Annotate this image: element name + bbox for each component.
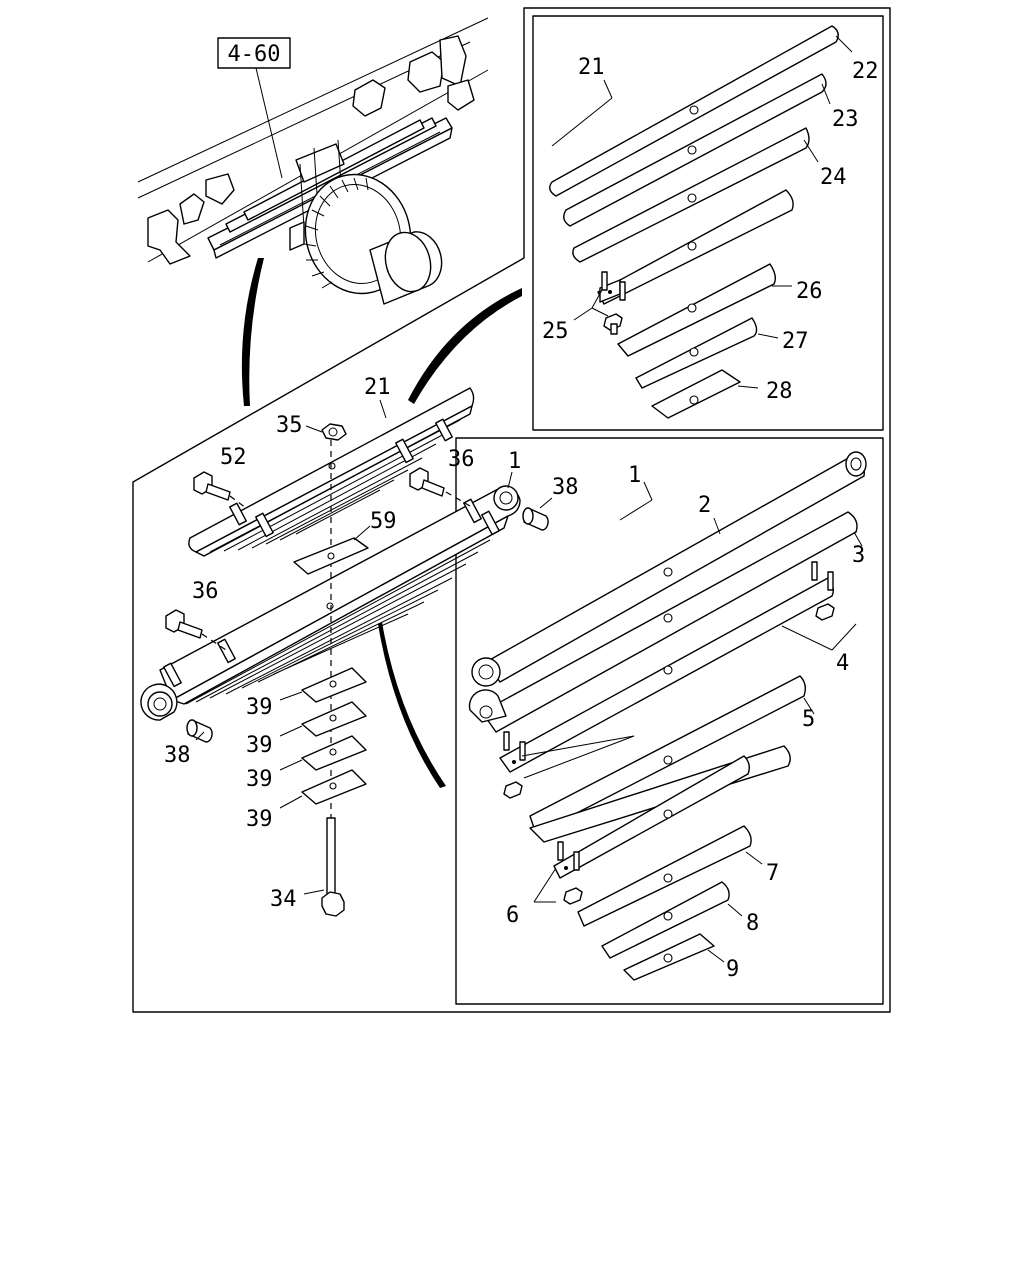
callout-labels: 21 22 23 24 25 26 27 28 21 35 52 36 1 38…	[164, 55, 879, 982]
callout-39-c: 39	[246, 767, 273, 792]
callout-22: 22	[852, 59, 879, 84]
callout-35: 35	[276, 413, 303, 438]
callout-36-upper: 36	[448, 447, 475, 472]
callout-7: 7	[766, 861, 779, 886]
bolt-36-upper	[409, 467, 471, 507]
pointer-arc-overview	[241, 258, 264, 406]
callout-5: 5	[802, 707, 815, 732]
reference-box: 4-60	[217, 37, 291, 69]
bushing-38-left	[186, 719, 213, 743]
callout-39-a: 39	[246, 695, 273, 720]
callout-38-right: 38	[552, 475, 579, 500]
reference-box-text: 4-60	[228, 42, 281, 67]
pointer-arc-top-inset	[408, 288, 522, 404]
callout-1-mid: 1	[508, 449, 521, 474]
callout-38-left: 38	[164, 743, 191, 768]
callout-28: 28	[766, 379, 793, 404]
callout-3: 3	[852, 543, 865, 568]
pointer-arc-bottom-inset	[378, 622, 446, 788]
callout-6: 6	[506, 903, 519, 928]
inset-top-leaves	[549, 25, 839, 419]
spring-assembly-1	[140, 485, 521, 721]
callout-59: 59	[370, 509, 397, 534]
nut-35	[321, 423, 347, 441]
callout-2: 2	[698, 493, 711, 518]
callout-21-mid: 21	[364, 375, 391, 400]
middle-leaders	[195, 399, 553, 895]
callout-1-right: 1	[628, 463, 641, 488]
callout-8: 8	[746, 911, 759, 936]
callout-9: 9	[726, 957, 739, 982]
callout-52: 52	[220, 445, 247, 470]
callout-23: 23	[832, 107, 859, 132]
spring-assembly-21	[188, 387, 475, 557]
callout-4: 4	[836, 651, 849, 676]
callout-24: 24	[820, 165, 847, 190]
callout-27: 27	[782, 329, 809, 354]
center-bolt-34	[321, 817, 345, 917]
callout-26: 26	[796, 279, 823, 304]
callout-39-b: 39	[246, 733, 273, 758]
bolt-36-lower	[165, 609, 227, 651]
frame-inset-top	[532, 15, 884, 431]
inset-bottom-leaders	[533, 481, 863, 963]
inset-top-leaders	[551, 35, 853, 389]
callout-36-lower: 36	[192, 579, 219, 604]
callout-25: 25	[542, 319, 569, 344]
callout-39-d: 39	[246, 807, 273, 832]
callout-34: 34	[270, 887, 297, 912]
bolt-52	[193, 471, 247, 509]
callout-21-top: 21	[578, 55, 605, 80]
vehicle-chassis-overview	[137, 17, 489, 305]
bushing-38-right	[522, 507, 549, 531]
inset-bottom-leaves	[468, 451, 867, 981]
frame-inset-bottom	[455, 437, 884, 1005]
outer-frame	[132, 7, 891, 1013]
